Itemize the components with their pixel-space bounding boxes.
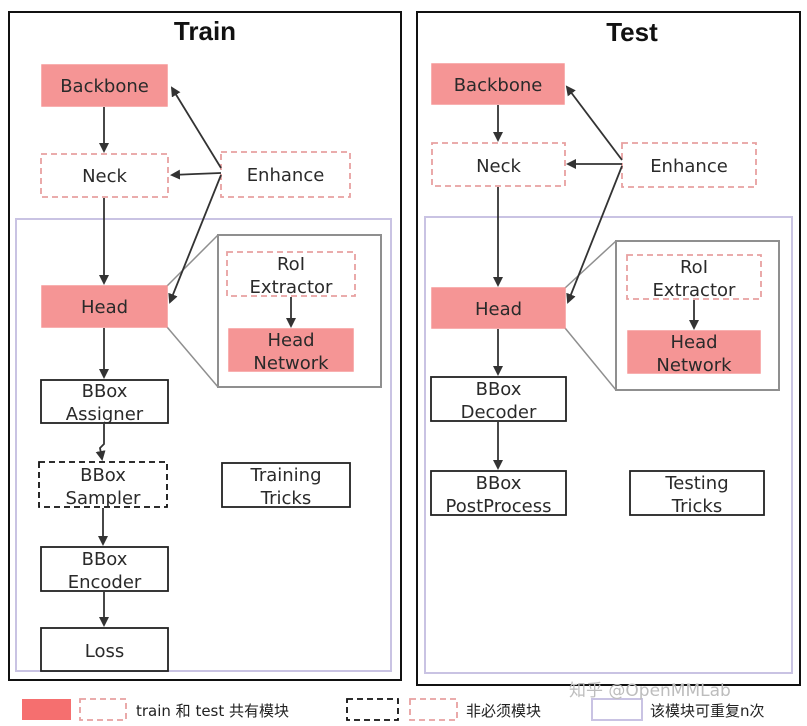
test-head-network-label-1: Head xyxy=(670,332,717,353)
test-arrow-enhance-backbone xyxy=(565,85,623,161)
test-roi-extractor-label-2: Extractor xyxy=(653,280,736,301)
test-zoom-line-bottom xyxy=(564,327,617,391)
train-arrow-assigner-sampler xyxy=(95,424,106,461)
train-bbox-sampler-box xyxy=(38,461,168,508)
legend-optional-label: 非必须模块 xyxy=(466,702,541,720)
test-bbox-decoder-label-2: Decoder xyxy=(461,402,537,423)
test-roi-extractor-box xyxy=(626,254,762,300)
test-bbox-postprocess-label-2: PostProcess xyxy=(446,496,552,517)
test-panel-frame xyxy=(416,11,801,686)
test-zoom-line-top xyxy=(564,240,617,289)
train-backbone-box xyxy=(41,64,168,107)
test-testing-tricks-box xyxy=(629,470,765,516)
train-bbox-assigner-box xyxy=(40,379,169,424)
legend-optional-swatch xyxy=(409,698,458,721)
train-bbox-sampler-label-1: BBox xyxy=(80,465,126,486)
train-head-label: Head xyxy=(81,297,128,318)
train-enhance-label: Enhance xyxy=(247,165,325,186)
train-arrow-enhance-backbone xyxy=(170,86,222,169)
legend-optional-black-swatch xyxy=(346,698,399,721)
legend-shared-label: train 和 test 共有模块 xyxy=(136,702,289,720)
train-bbox-encoder-label-1: BBox xyxy=(82,549,128,570)
train-bbox-sampler-label-2: Sampler xyxy=(66,488,141,509)
train-arrow-enhance-neck xyxy=(170,169,222,180)
test-bbox-decoder-box xyxy=(430,376,567,422)
train-head-network-box xyxy=(228,328,354,372)
train-training-tricks-box xyxy=(221,462,351,508)
train-head-detail-frame xyxy=(217,234,382,388)
legend: train 和 test 共有模块 非必须模块 该模块可重复n次 xyxy=(22,698,765,721)
train-panel: Train Backbone Neck Enhance Head RoI Ext… xyxy=(8,11,402,681)
train-roi-extractor-box xyxy=(226,251,356,297)
train-bbox-assigner-label-1: BBox xyxy=(82,381,128,402)
test-testing-tricks-label-2: Tricks xyxy=(671,496,722,517)
train-bbox-assigner-label-2: Assigner xyxy=(66,404,144,425)
train-bbox-encoder-label-2: Encoder xyxy=(68,572,142,593)
test-neck-label: Neck xyxy=(476,156,521,177)
train-arrow-enhance-head xyxy=(168,174,222,304)
legend-shared-swatch xyxy=(22,699,71,720)
train-neck-box xyxy=(40,153,169,198)
train-head-network-label-1: Head xyxy=(267,330,314,351)
train-head-box xyxy=(41,285,168,328)
train-zoom-line-bottom xyxy=(166,326,219,388)
test-head-detail-frame xyxy=(615,240,780,391)
test-arrow-enhance-head xyxy=(566,165,623,304)
train-roi-extractor-label-1: RoI xyxy=(277,254,305,275)
test-head-label: Head xyxy=(475,299,522,320)
train-head-network-label-2: Network xyxy=(253,353,329,374)
train-enhance-box xyxy=(220,151,351,198)
legend-repeat-label: 该模块可重复n次 xyxy=(650,702,765,720)
train-panel-frame xyxy=(8,11,402,681)
train-title: Train xyxy=(174,16,236,46)
train-backbone-label: Backbone xyxy=(60,76,149,97)
train-bbox-encoder-box xyxy=(40,546,169,592)
test-head-network-label-2: Network xyxy=(656,355,732,376)
test-bbox-postprocess-label-1: BBox xyxy=(476,473,522,494)
legend-shared-optional-swatch xyxy=(79,698,127,721)
train-training-tricks-label-2: Tricks xyxy=(260,488,311,509)
train-training-tricks-label-1: Training xyxy=(249,465,321,486)
test-roi-extractor-label-1: RoI xyxy=(680,257,708,278)
train-roi-extractor-label-2: Extractor xyxy=(250,277,333,298)
test-head-network-box xyxy=(627,330,761,374)
test-enhance-label: Enhance xyxy=(650,156,728,177)
train-zoom-line-top xyxy=(166,234,219,287)
test-backbone-box xyxy=(431,63,565,105)
train-neck-label: Neck xyxy=(82,166,127,187)
test-repeat-region xyxy=(424,216,793,674)
legend-repeat-swatch xyxy=(591,698,643,721)
test-bbox-postprocess-box xyxy=(430,470,567,516)
test-title: Test xyxy=(606,17,658,47)
test-head-box xyxy=(431,287,566,329)
test-neck-box xyxy=(431,142,566,187)
test-panel: Test Backbone Neck Enhance Head RoI Extr… xyxy=(416,11,801,686)
test-enhance-box xyxy=(621,142,757,188)
test-backbone-label: Backbone xyxy=(454,75,543,96)
watermark: 知乎 @OpenMMLab xyxy=(569,681,731,701)
train-loss-label: Loss xyxy=(85,641,124,662)
test-bbox-decoder-label-1: BBox xyxy=(476,379,522,400)
train-loss-box xyxy=(40,627,169,672)
test-testing-tricks-label-1: Testing xyxy=(664,473,728,494)
